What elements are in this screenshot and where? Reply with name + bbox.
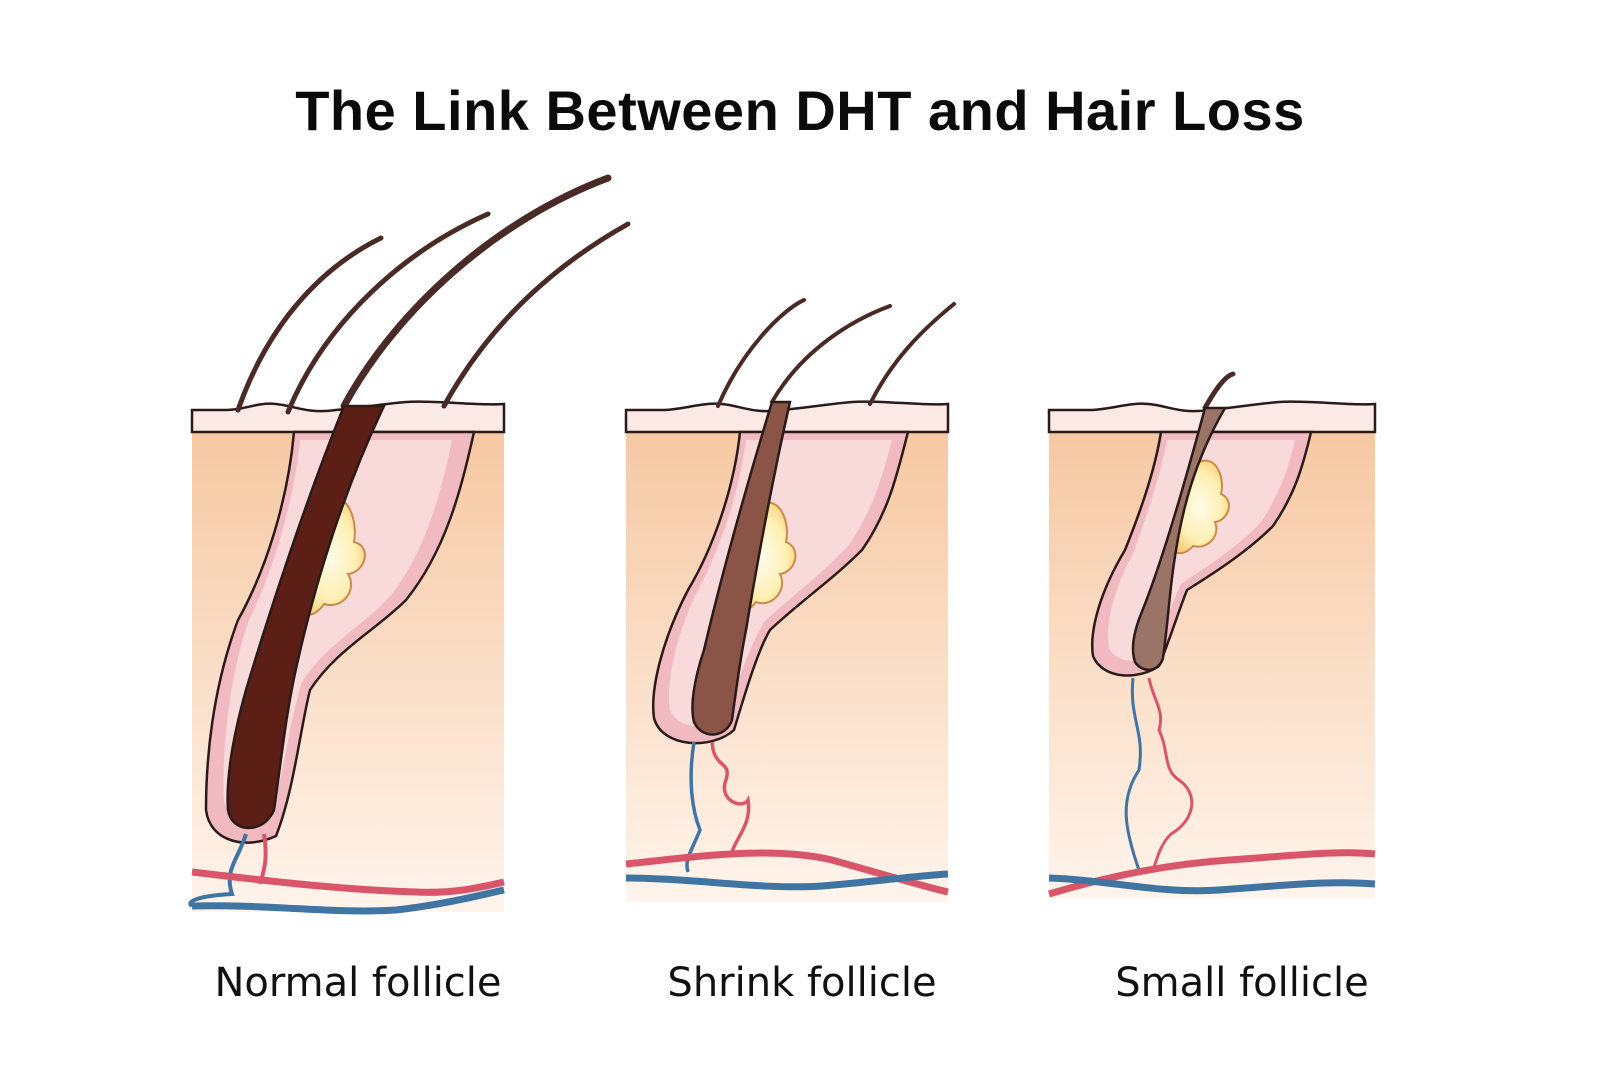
shrink-follicle-label: Shrink follicle xyxy=(667,960,937,1006)
hair-root xyxy=(1131,406,1228,671)
small-follicle-panel xyxy=(1047,170,1429,950)
hair-shaft xyxy=(285,211,491,415)
shrink-follicle-illustration xyxy=(624,298,956,902)
blood-vessel-vein xyxy=(1048,874,1376,895)
hair-root xyxy=(226,404,386,830)
hair-root xyxy=(691,400,792,736)
blood-vessel-vein xyxy=(625,870,949,891)
blood-vessel-artery xyxy=(191,868,505,896)
shrink-follicle-panel xyxy=(622,170,1002,950)
hair-shaft xyxy=(770,304,892,404)
hair-shaft xyxy=(716,298,806,408)
small-follicle-label: Small follicle xyxy=(1115,960,1369,1006)
hair-shaft xyxy=(868,302,956,406)
normal-follicle-label: Normal follicle xyxy=(214,960,502,1006)
hair-shaft xyxy=(1202,371,1236,411)
normal-follicle-illustration xyxy=(188,174,631,915)
hair-shaft xyxy=(441,221,631,409)
blood-vessel-vein xyxy=(1124,677,1142,871)
blood-vessel-artery xyxy=(625,849,949,896)
small-follicle-illustration xyxy=(1047,371,1377,898)
blood-vessel-artery xyxy=(1147,677,1194,871)
blood-vessel-vein xyxy=(188,833,248,908)
hair-shaft xyxy=(340,174,612,410)
normal-follicle-panel xyxy=(176,170,631,950)
blood-vessel-vein xyxy=(191,886,505,915)
diagram-title: The Link Between DHT and Hair Loss xyxy=(295,79,1305,142)
blood-vessel-artery xyxy=(710,741,751,853)
hair-shaft xyxy=(235,235,384,413)
